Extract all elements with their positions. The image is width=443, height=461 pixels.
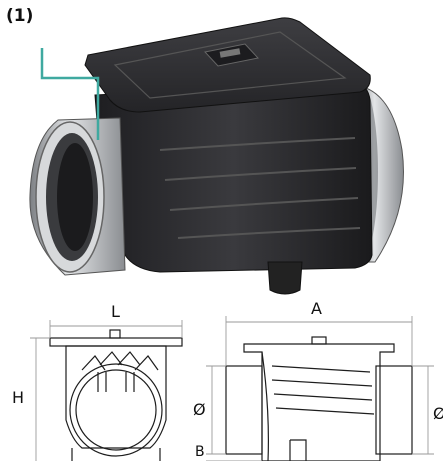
side-view-dimensions xyxy=(206,316,434,461)
product-photo xyxy=(29,17,404,295)
diameter-label-front: Ø xyxy=(193,400,206,419)
left-collar xyxy=(29,117,126,276)
dimension-L-label: L xyxy=(111,302,120,321)
callout-line xyxy=(40,48,100,140)
front-view-drawing xyxy=(49,329,183,461)
drain-stub xyxy=(267,261,303,295)
front-view-dimensions xyxy=(30,320,183,461)
housing-ribs xyxy=(159,137,361,239)
dimension-B-label: B xyxy=(195,444,205,460)
callout-label: (1) xyxy=(6,6,34,26)
lid xyxy=(84,17,371,113)
dimension-H-label: H xyxy=(12,388,25,407)
lid-latch-icon xyxy=(204,43,259,67)
dimension-A-label: A xyxy=(311,299,322,318)
diameter-label-side: Ø xyxy=(433,404,443,423)
side-view-drawing xyxy=(225,336,413,461)
